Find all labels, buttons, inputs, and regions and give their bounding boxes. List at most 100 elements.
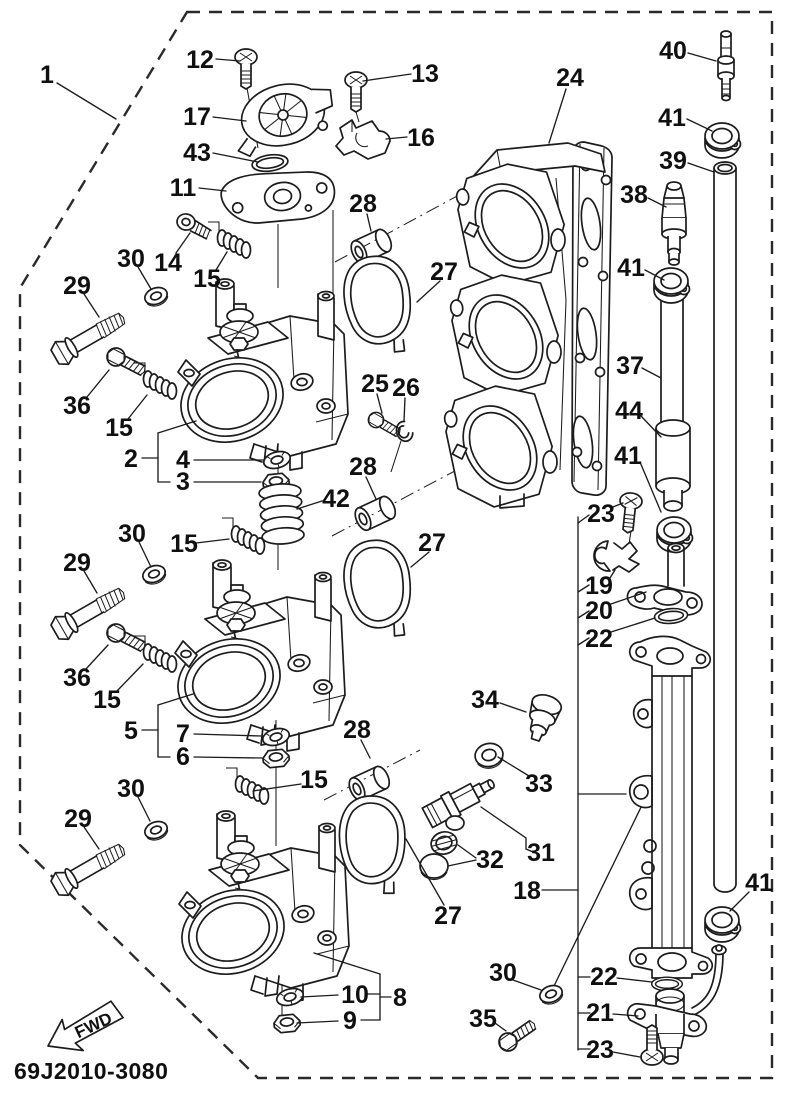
part-injector-collar	[445, 815, 465, 831]
callout-label-21: 21	[586, 999, 614, 1027]
part-oring-43	[250, 151, 290, 175]
callout-leader-15	[116, 663, 144, 692]
callout-15: 15	[170, 530, 230, 558]
part-sensor-34	[528, 694, 563, 742]
callout-19: 19	[585, 569, 616, 600]
part-spring-15a	[207, 221, 252, 259]
callout-label-28: 28	[349, 453, 377, 481]
callout-label-30: 30	[117, 245, 145, 273]
callout-30: 30	[117, 775, 151, 822]
callout-label-15: 15	[300, 766, 328, 794]
callout-43: 43	[183, 139, 259, 167]
part-clamp-41d	[704, 906, 742, 943]
part-nut-6	[261, 747, 291, 770]
callout-leader-41	[639, 461, 662, 513]
callout-26: 26	[392, 374, 420, 422]
callout-41: 41	[729, 869, 773, 912]
callout-leader-30	[137, 796, 151, 822]
callout-leader-41	[729, 891, 750, 912]
callout-label-33: 33	[525, 770, 553, 798]
callout-leader-12	[215, 58, 241, 62]
callout-label-1: 1	[40, 61, 54, 89]
callout-leader-16	[385, 136, 408, 140]
part-oring-32	[419, 853, 449, 881]
callout-label-15: 15	[105, 414, 133, 442]
callout-label-27: 27	[430, 258, 458, 286]
part-screw-12	[234, 48, 258, 90]
callout-leader-7	[193, 733, 263, 737]
callout-leader-29	[83, 570, 98, 594]
callout-29: 29	[63, 549, 98, 594]
callout-label-39: 39	[659, 147, 687, 175]
callout-leader-32	[447, 859, 477, 867]
part-washer-30a	[141, 283, 171, 310]
callout-label-4: 4	[176, 446, 190, 474]
callout-15: 15	[193, 251, 228, 293]
callout-leader-39	[687, 162, 715, 173]
callout-leader-32	[457, 844, 477, 859]
callout-18: 18	[513, 514, 627, 1051]
callout-29: 29	[64, 805, 100, 850]
callout-30: 30	[489, 959, 542, 991]
callout-label-43: 43	[183, 139, 211, 167]
callout-leader-18	[577, 610, 590, 619]
part-tube-39	[713, 161, 737, 893]
callout-label-26: 26	[392, 374, 420, 402]
callout-40: 40	[659, 37, 717, 65]
part-washer-4	[261, 447, 293, 473]
callout-leader-28	[365, 476, 377, 500]
callout-label-2: 2	[124, 445, 138, 473]
callout-label-11: 11	[170, 174, 197, 202]
callout-32: 32	[447, 844, 504, 874]
callout-leader-20	[610, 591, 647, 605]
callout-15: 15	[105, 394, 148, 442]
callout-31: 31	[480, 806, 555, 867]
callout-30: 30	[117, 245, 152, 290]
callout-label-20: 20	[585, 597, 613, 625]
callout-leader-36	[85, 644, 109, 670]
callout-label-41: 41	[658, 104, 686, 132]
callout-label-10: 10	[341, 981, 369, 1009]
part-grommet-33	[474, 742, 504, 769]
callout-36: 36	[63, 369, 110, 420]
callout-leader-30	[137, 266, 152, 290]
callout-leader-18	[577, 514, 590, 524]
callout-label-23: 23	[586, 1036, 614, 1064]
callout-label-15: 15	[193, 265, 221, 293]
callout-5: 5	[124, 693, 194, 758]
callout-8: 8	[313, 952, 407, 1021]
callout-label-29: 29	[63, 272, 91, 300]
callout-leader-27	[410, 551, 430, 568]
callout-25: 25	[361, 370, 389, 414]
callout-leader-41	[644, 269, 665, 281]
callout-leader-18	[577, 637, 590, 646]
callout-label-16: 16	[407, 124, 435, 152]
callout-leader-38	[647, 197, 667, 208]
callout-leader-8	[313, 952, 381, 975]
callout-10: 10	[300, 981, 381, 1009]
part-bolt-29c	[47, 836, 131, 901]
callout-label-38: 38	[620, 181, 648, 209]
callout-label-36: 36	[63, 664, 91, 692]
dashed-frame	[18, 10, 774, 1080]
callout-41: 41	[614, 442, 662, 513]
callout-leader-15	[127, 394, 148, 420]
callout-leader-30	[138, 541, 152, 568]
callout-leader-21	[612, 1013, 639, 1017]
callout-label-25: 25	[361, 370, 389, 398]
callout-leader-15	[252, 783, 302, 792]
part-screw-23a	[615, 491, 644, 535]
callout-leader-29	[83, 293, 100, 318]
callout-37: 37	[616, 352, 662, 380]
callout-24: 24	[548, 64, 584, 144]
callout-label-27: 27	[418, 529, 446, 557]
part-clamp-41b	[653, 267, 691, 304]
part-hose	[691, 944, 727, 1016]
callout-label-22: 22	[585, 625, 613, 653]
part-washer-30c	[141, 817, 171, 844]
part-fuel-rail-18	[628, 635, 714, 979]
part-clamp-16	[335, 119, 391, 160]
callout-leader-35	[494, 1022, 507, 1032]
part-spring-15e	[225, 767, 270, 805]
